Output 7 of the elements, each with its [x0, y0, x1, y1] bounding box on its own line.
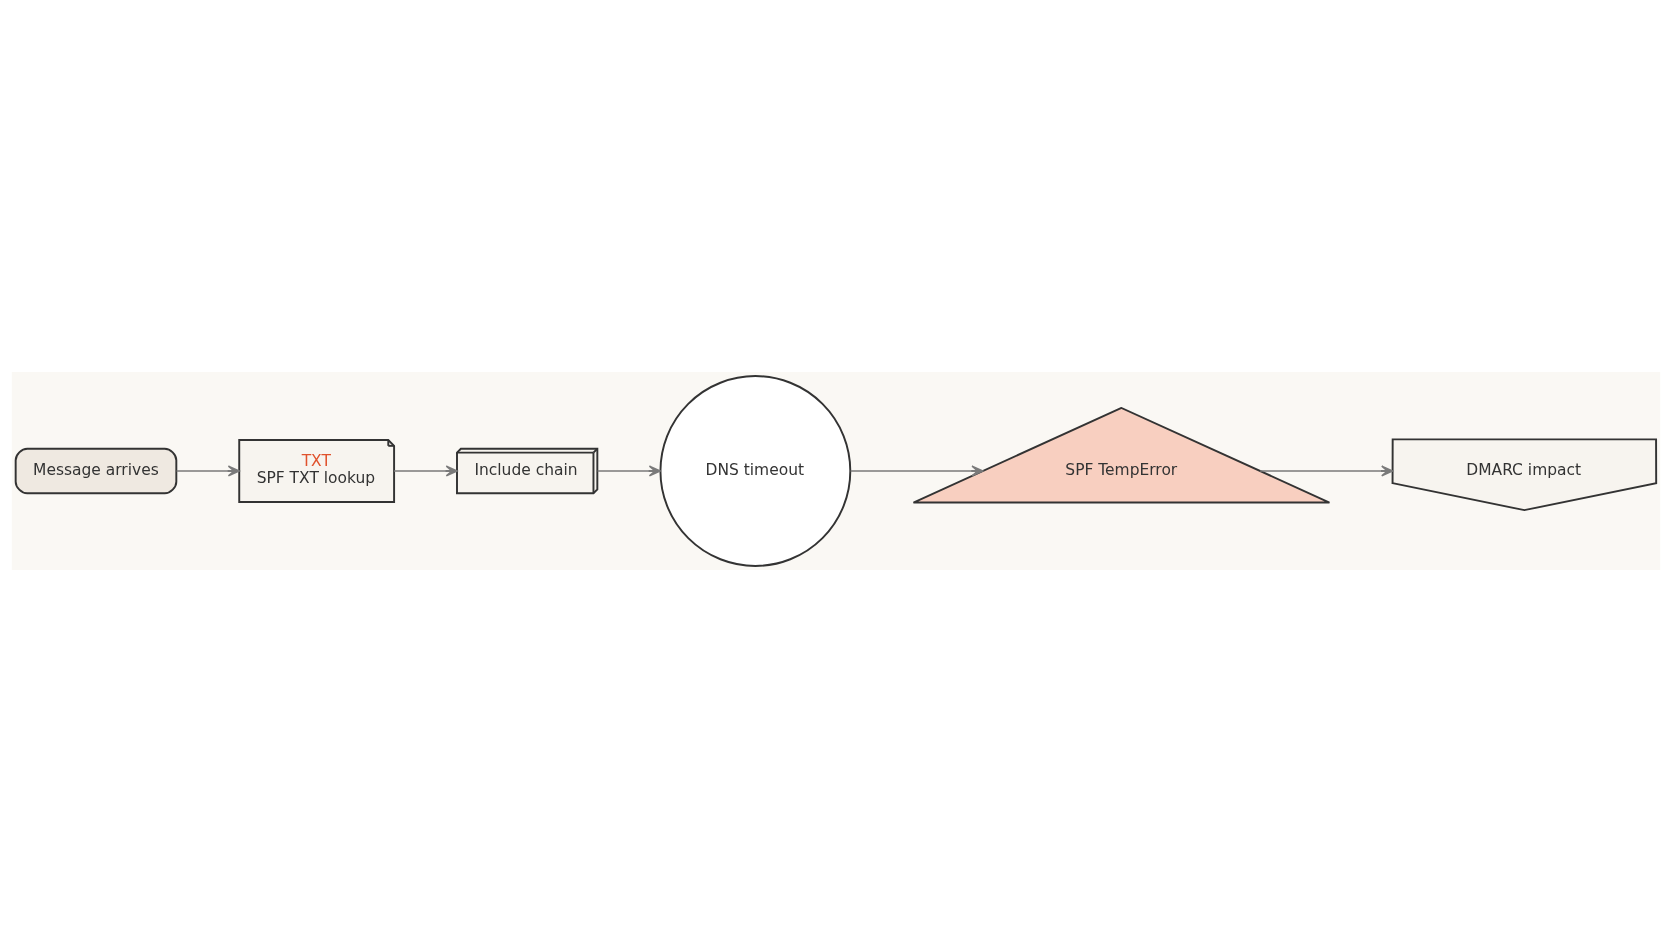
arrow — [849, 464, 984, 477]
arrow — [175, 464, 240, 477]
arrow — [1259, 464, 1394, 477]
node-circle: DNS timeout — [659, 374, 852, 567]
arrow — [393, 464, 458, 477]
arrow — [596, 464, 661, 477]
node-box: Message arrives — [14, 447, 178, 494]
